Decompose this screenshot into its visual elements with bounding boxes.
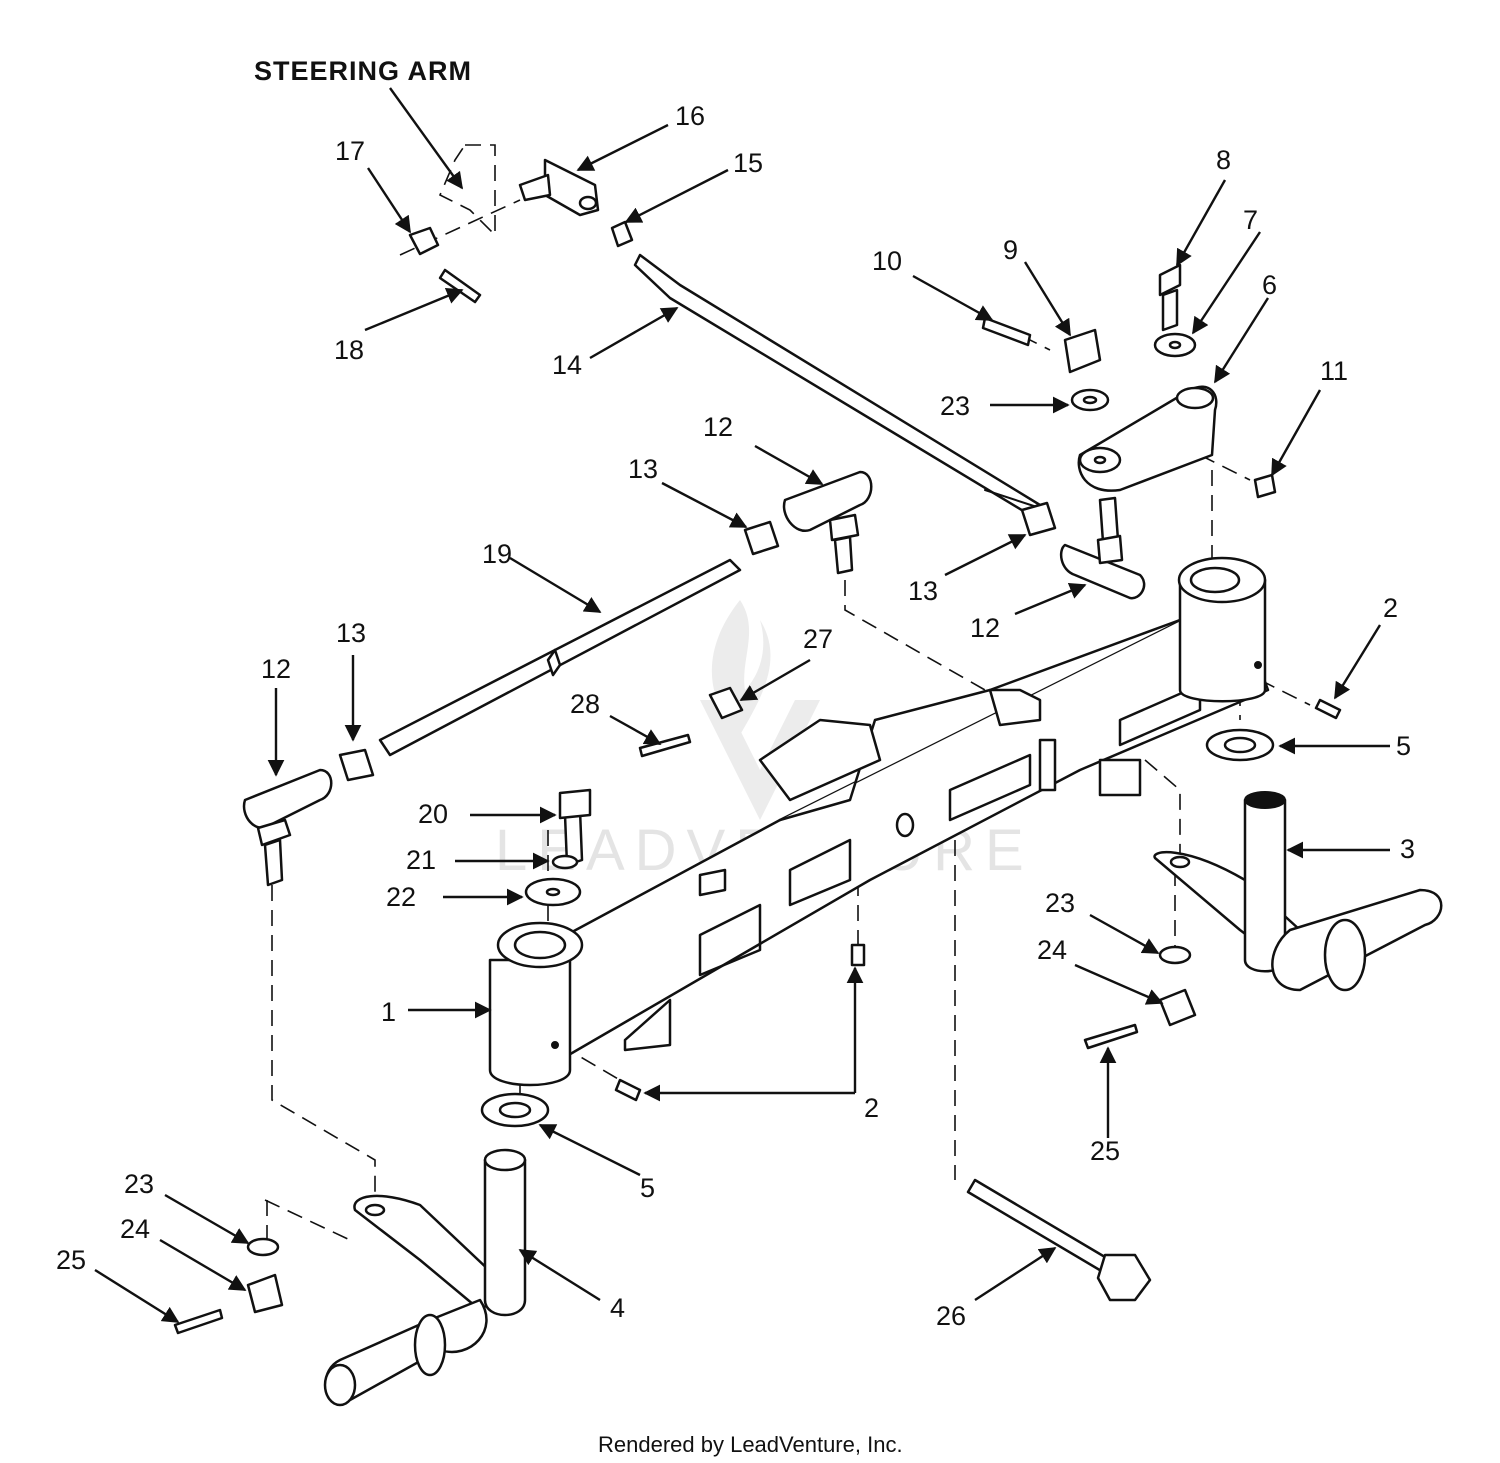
grease-fittings bbox=[614, 698, 1342, 1102]
callout-6: 6 bbox=[1262, 270, 1277, 300]
drag-link-assembly bbox=[408, 144, 1042, 517]
leader-lines bbox=[94, 87, 1390, 1324]
callout-9: 9 bbox=[1003, 235, 1018, 265]
callout-25: 25 bbox=[56, 1245, 86, 1275]
callout-23: 23 bbox=[1045, 888, 1075, 918]
callout-24: 24 bbox=[120, 1214, 150, 1244]
callout-14: 14 bbox=[552, 350, 582, 380]
callout-23: 23 bbox=[940, 391, 970, 421]
callout-2: 2 bbox=[1383, 593, 1398, 623]
steering-arm-heading: STEERING ARM bbox=[254, 56, 472, 86]
spindle-left bbox=[323, 1148, 527, 1407]
callout-19: 19 bbox=[482, 539, 512, 569]
callout-20: 20 bbox=[418, 799, 448, 829]
callout-11: 11 bbox=[1320, 356, 1348, 386]
credit-line: Rendered by LeadVenture, Inc. bbox=[598, 1432, 903, 1457]
callout-labels: 1 2 2 2 3 4 5 5 6 7 8 9 10 11 12 12 12 1… bbox=[56, 101, 1415, 1331]
callout-12: 12 bbox=[703, 412, 733, 442]
hardware bbox=[173, 686, 1275, 1335]
callout-4: 4 bbox=[610, 1293, 625, 1323]
callout-18: 18 bbox=[334, 335, 364, 365]
callout-3: 3 bbox=[1400, 834, 1415, 864]
callout-22: 22 bbox=[386, 882, 416, 912]
callout-1: 1 bbox=[381, 997, 396, 1027]
callout-5: 5 bbox=[640, 1173, 655, 1203]
callout-28: 28 bbox=[570, 689, 600, 719]
callout-23: 23 bbox=[124, 1169, 154, 1199]
callout-5: 5 bbox=[1396, 731, 1411, 761]
callout-13: 13 bbox=[908, 576, 938, 606]
callout-13: 13 bbox=[628, 454, 658, 484]
callout-21: 21 bbox=[406, 845, 436, 875]
callout-10: 10 bbox=[872, 246, 902, 276]
tie-rod-assembly bbox=[242, 470, 1146, 887]
callout-7: 7 bbox=[1243, 205, 1258, 235]
callout-13: 13 bbox=[336, 618, 366, 648]
callout-12: 12 bbox=[970, 613, 1000, 643]
callout-12: 12 bbox=[261, 654, 291, 684]
callout-16: 16 bbox=[675, 101, 705, 131]
spindle-right bbox=[1153, 791, 1443, 992]
callout-24: 24 bbox=[1037, 935, 1067, 965]
steering-arm-assembly bbox=[981, 263, 1277, 499]
callout-2: 2 bbox=[864, 1093, 879, 1123]
callout-17: 17 bbox=[335, 136, 365, 166]
axle-beam bbox=[488, 556, 1270, 1087]
callout-25: 25 bbox=[1090, 1136, 1120, 1166]
watermark-v-icon bbox=[700, 700, 820, 820]
callout-15: 15 bbox=[733, 148, 763, 178]
callout-26: 26 bbox=[936, 1301, 966, 1331]
callout-8: 8 bbox=[1216, 145, 1231, 175]
callout-27: 27 bbox=[803, 624, 833, 654]
